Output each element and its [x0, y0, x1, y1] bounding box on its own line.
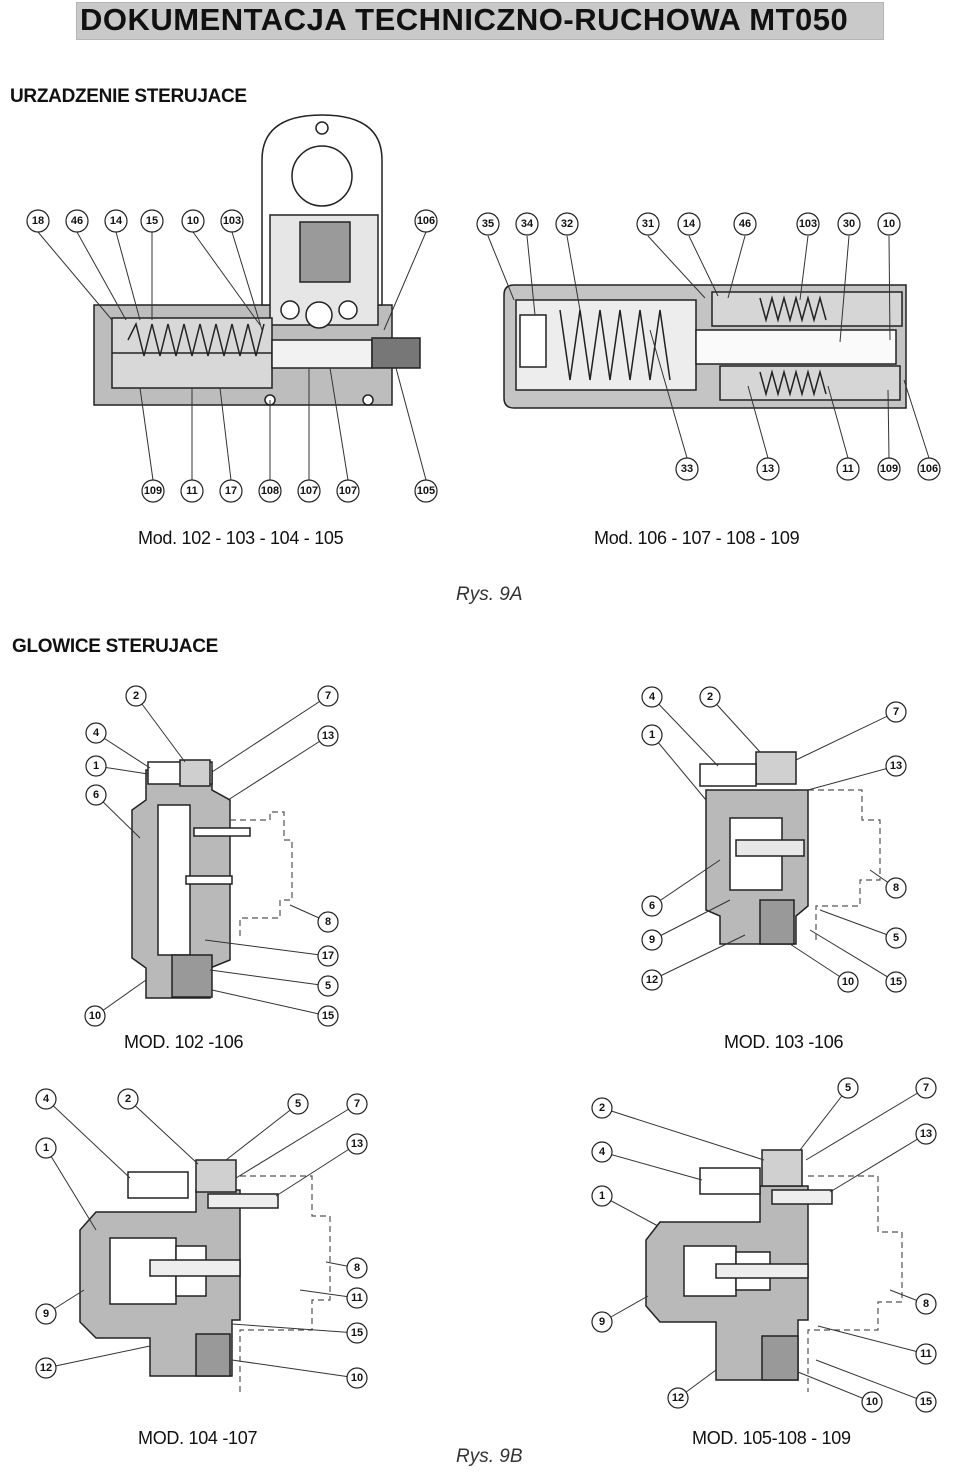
- callout-label: 17: [322, 950, 334, 962]
- callout-label: 1: [93, 760, 99, 772]
- callout-label: 9: [43, 1308, 49, 1320]
- figure-label-9b: Rys. 9B: [456, 1446, 523, 1467]
- callout-label: 46: [739, 218, 751, 230]
- callout-group-top-1: 18 46 14 15 10 103 106: [26, 209, 438, 233]
- callout-label: 15: [146, 215, 158, 227]
- callout-label: 11: [842, 463, 854, 475]
- callout-label: 5: [893, 932, 899, 944]
- callout-label: 7: [354, 1098, 360, 1110]
- callout-label: 8: [325, 916, 331, 928]
- page-title: DOKUMENTACJA TECHNICZNO-RUCHOWA MT050: [80, 2, 849, 37]
- callout-label: 109: [144, 485, 162, 497]
- callout-label: 10: [351, 1372, 363, 1384]
- callout-label: 12: [672, 1392, 684, 1404]
- callout-label: 15: [920, 1396, 932, 1408]
- callout-label: 13: [920, 1128, 932, 1140]
- callout-label: 35: [482, 218, 494, 230]
- callout-label: 15: [322, 1010, 334, 1022]
- callout-label: 7: [325, 690, 331, 702]
- callout-label: 33: [681, 463, 693, 475]
- callout-label: 1: [599, 1190, 605, 1202]
- callout-label: 2: [133, 690, 139, 702]
- callout-label: 8: [354, 1262, 360, 1274]
- section-title-control-heads: GLOWICE STERUJACE: [12, 636, 219, 657]
- callout-label: 13: [890, 760, 902, 772]
- callout-label: 31: [642, 218, 654, 230]
- callout-label: 1: [649, 729, 655, 741]
- callout-label: 4: [649, 691, 656, 703]
- callout-label: 13: [322, 730, 334, 742]
- callout-label: 30: [843, 218, 855, 230]
- callout-label: 17: [225, 485, 237, 497]
- callout-label: 6: [649, 900, 655, 912]
- callout-label: 11: [351, 1292, 363, 1304]
- drawing-caption-mod-106: Mod. 106 - 107 - 108 - 109: [594, 528, 800, 548]
- callout-label: 5: [325, 980, 331, 992]
- callout-label: 103: [223, 215, 241, 227]
- callout-label: 108: [261, 485, 279, 497]
- callout-label: 7: [893, 706, 899, 718]
- callout-label: 12: [40, 1362, 52, 1374]
- callout-label: 2: [125, 1093, 131, 1105]
- drawing-caption-head-105: MOD. 105-108 - 109: [692, 1428, 851, 1448]
- callout-label: 46: [71, 215, 83, 227]
- callout-label: 4: [93, 727, 100, 739]
- callout-label: 8: [893, 882, 899, 894]
- callout-label: 5: [845, 1082, 851, 1094]
- callout-label: 10: [883, 218, 895, 230]
- callout-label: 4: [43, 1093, 50, 1105]
- callout-label: 103: [799, 218, 817, 230]
- callout-label: 9: [599, 1316, 605, 1328]
- title-bar: [76, 2, 884, 40]
- section-title-control-device: URZADZENIE STERUJACE: [10, 86, 247, 107]
- callout-label: 106: [920, 463, 938, 475]
- callout-label: 105: [417, 485, 435, 497]
- callout-label: 4: [599, 1146, 606, 1158]
- drawing-caption-head-103: MOD. 103 -106: [724, 1032, 844, 1052]
- callout-label: 10: [89, 1010, 101, 1022]
- callout-label: 2: [707, 691, 713, 703]
- callout-label: 15: [351, 1327, 363, 1339]
- callout-label: 5: [295, 1098, 301, 1110]
- callout-label: 13: [762, 463, 774, 475]
- figure-label-9a: Rys. 9A: [456, 584, 523, 605]
- callout-label: 15: [890, 976, 902, 988]
- callout-label: 32: [561, 218, 573, 230]
- callout-label: 10: [866, 1396, 878, 1408]
- callout-label: 18: [32, 215, 44, 227]
- callout-label: 7: [923, 1082, 929, 1094]
- callout-label: 11: [186, 485, 198, 497]
- drawing-caption-head-104: MOD. 104 -107: [138, 1428, 258, 1448]
- callout-label: 9: [649, 934, 655, 946]
- callout-label: 12: [646, 974, 658, 986]
- callout-label: 10: [187, 215, 199, 227]
- callout-label: 14: [110, 215, 123, 227]
- drawing-caption-head-102: MOD. 102 -106: [124, 1032, 244, 1052]
- callout-label: 106: [417, 215, 435, 227]
- callout-group-bottom-1: 109 11 17 108 107 107 105: [141, 479, 438, 503]
- callout-label: 2: [599, 1102, 605, 1114]
- callout-label: 107: [300, 485, 318, 497]
- callout-label: 11: [920, 1348, 932, 1360]
- callout-label: 34: [521, 218, 534, 230]
- callout-label: 14: [683, 218, 696, 230]
- callout-label: 8: [923, 1298, 929, 1310]
- callout-label: 107: [339, 485, 357, 497]
- callout-label: 109: [880, 463, 898, 475]
- callout-label: 13: [351, 1138, 363, 1150]
- callout-label: 1: [43, 1142, 49, 1154]
- drawing-caption-mod-102: Mod. 102 - 103 - 104 - 105: [138, 528, 344, 548]
- callout-label: 6: [93, 789, 99, 801]
- callout-label: 10: [842, 976, 854, 988]
